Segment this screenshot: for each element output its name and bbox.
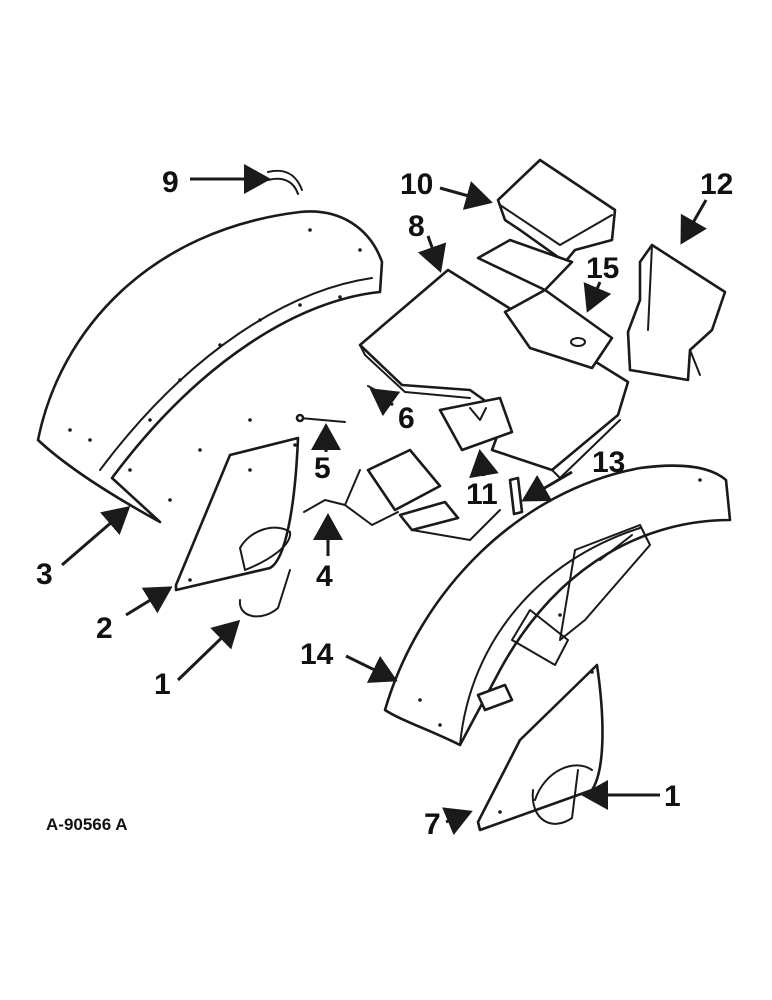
leader-lines — [61, 164, 708, 836]
roll-pin — [508, 476, 524, 516]
callout-10: 10 — [400, 168, 433, 201]
callout-8: 8 — [408, 210, 425, 243]
left-u-bolt — [238, 569, 291, 618]
callout-9: 9 — [162, 166, 179, 199]
callout-1-left: 1 — [154, 668, 171, 701]
right-fender — [383, 464, 732, 747]
callout-4: 4 — [316, 560, 333, 593]
battery-cover — [503, 288, 614, 370]
plate — [438, 396, 514, 452]
right-u-bolt — [531, 769, 579, 825]
callout-11: 11 — [466, 478, 498, 511]
callout-12: 12 — [700, 168, 733, 201]
drawing-code: A-90566 A — [46, 815, 128, 834]
left-fender-extension — [174, 436, 300, 592]
platform — [358, 268, 630, 479]
callout-2: 2 — [96, 612, 113, 645]
callout-3: 3 — [36, 558, 53, 591]
pivot-rod — [295, 413, 346, 423]
callout-6: 6 — [398, 402, 415, 435]
callout-1-right: 1 — [664, 780, 681, 813]
callout-5: 5 — [314, 452, 331, 485]
callout-14: 14 — [300, 638, 334, 671]
left-seat-bracket — [476, 158, 617, 292]
left-fender — [36, 210, 384, 524]
step-assembly — [303, 448, 501, 541]
callout-7: 7 — [424, 808, 441, 841]
right-seat-bracket — [626, 243, 727, 382]
callout-13: 13 — [592, 446, 625, 479]
callout-15: 15 — [586, 252, 619, 285]
callout-labels: 9 10 8 12 15 6 5 4 11 13 3 2 1 14 1 7 — [36, 166, 733, 841]
handle — [267, 169, 303, 195]
